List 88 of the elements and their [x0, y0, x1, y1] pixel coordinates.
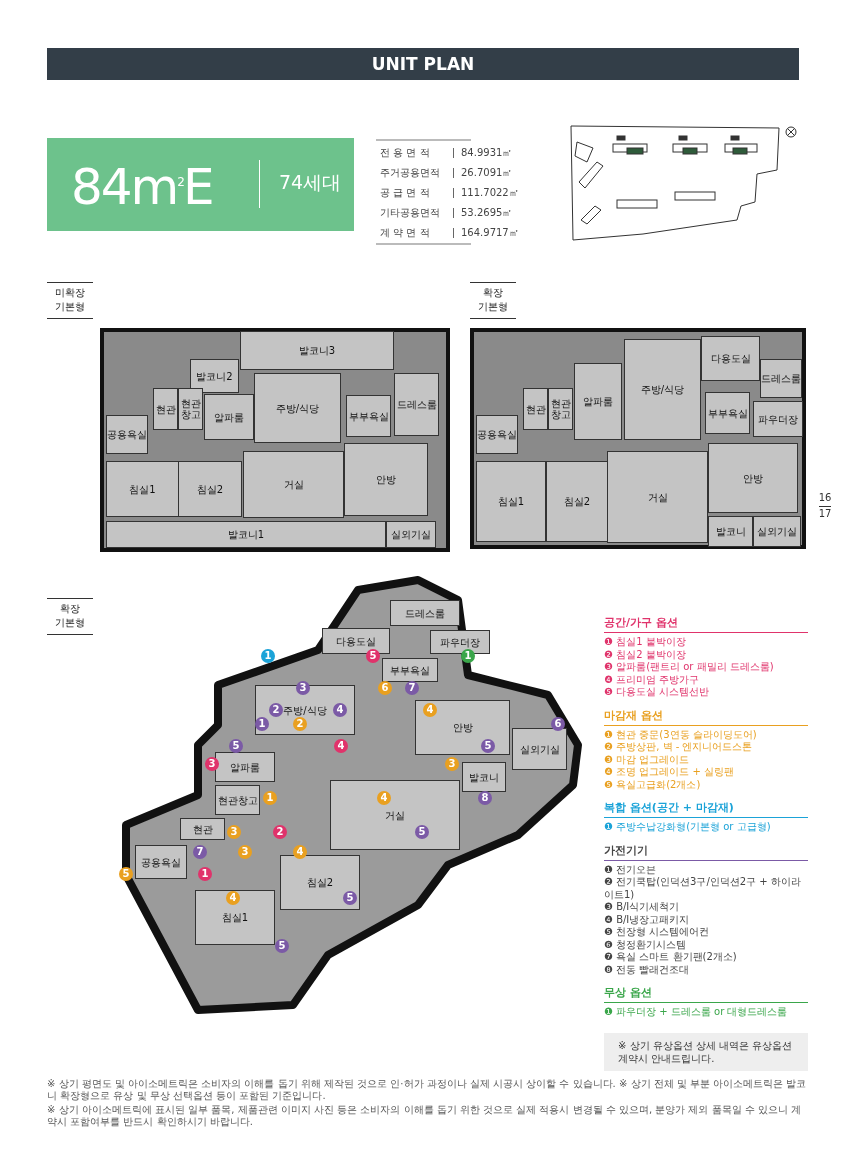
unit-type-title: 84m$^{2}$E: [71, 156, 213, 217]
room-area: 거실: [243, 451, 344, 518]
note-box: ※ 상기 유상옵션 상세 내역은 유상옵션 계약시 안내드립니다.: [604, 1032, 808, 1071]
option-item: ❻ 청정환기시스템: [604, 938, 688, 951]
option-item: ❷ 전기쿡탑(인덕션3구/인덕션2구 + 하이라이트1): [604, 876, 802, 901]
footnote-text: ※ 상기 평면도 및 아이소메트릭은 소비자의 이해를 돕기 위해 제작된 것으로 인·허가 과정이나 실제 시공시 상이할 수 있습니다. ※ 상기 전체 및 부분 아이소메트릭은 발코니 확장형으로 유상 및 무상 선택옵션 등이 포함된 기준입니다.: [47, 1078, 807, 1102]
room-area: 안방: [344, 443, 428, 516]
page-number: 17: [817, 508, 833, 519]
room-area: 안방: [708, 443, 798, 513]
option-item: ❷ 침실2 붙박이장: [604, 648, 687, 661]
page-number: 16: [817, 492, 833, 503]
room-area: 침실1: [476, 461, 546, 542]
plan-type-tag: 확장 기본형: [470, 286, 516, 314]
callout-number: 5: [119, 867, 133, 881]
option-item: ❷ 주방상판, 벽 - 엔지니어드스톤: [604, 741, 754, 754]
option-item: ❶ 주방수납강화형(기본형 or 고급형): [604, 821, 772, 834]
option-item: ❶ 파우더장 + 드레스룸 or 대형드레스룸: [604, 1006, 789, 1019]
room-area: 파우더장: [753, 401, 803, 437]
room-area: 부부욕실: [382, 658, 438, 682]
unit-type-panel: [47, 138, 354, 231]
room-area: 현관: [180, 818, 225, 840]
room-area: 공용욕실: [106, 415, 148, 454]
room-area: 주방/식당: [254, 373, 341, 443]
room-area: 실외기실: [753, 516, 801, 547]
room-area: 드레스룸: [394, 373, 439, 436]
room-area: 알파룸: [215, 752, 275, 782]
option-item: ❼ 욕실 스마트 환기팬(2개소): [604, 951, 738, 964]
area-value: 26.7091㎡: [461, 166, 513, 180]
option-item: ❽ 전동 빨래건조대: [604, 963, 691, 976]
room-area: 실외기실: [512, 728, 567, 770]
area-label: 공 급 면 적: [380, 186, 431, 200]
room-area: 주방/식당: [624, 339, 701, 440]
option-item: ❹ B/I냉장고패키지: [604, 913, 691, 926]
option-item: ❶ 현관 중문(3연동 슬라이딩도어): [604, 728, 758, 741]
room-area: 실외기실: [386, 521, 436, 548]
room-area: 침실2: [178, 461, 242, 517]
room-area: 발코니2: [190, 359, 239, 393]
footnote-text: ※ 상기 아이소메트릭에 표시된 일부 품목, 제품관련 이미지 사진 등은 소비자의 이해를 돕기 위한 것으로 실제 적용시 변경될 수 있으며, 분양가 제외 품목일 수 있으니 계약시 포함여부를 반드시 확인하시기 바랍니다.: [47, 1104, 803, 1128]
option-item: ❹ 조명 업그레이드 + 실링팬: [604, 766, 736, 779]
room-area: 드레스룸: [390, 600, 460, 626]
room-area: 발코니: [708, 516, 753, 547]
room-area: 알파룸: [204, 394, 254, 440]
option-item: ❺ 다용도실 시스템선반: [604, 686, 711, 699]
option-item: ❸ 마감 업그레이드: [604, 753, 691, 766]
section-heading: 마감재 옵션: [604, 707, 808, 726]
room-area: 현관창고: [215, 785, 260, 815]
plan-type-tag: 확장 기본형: [47, 602, 93, 630]
room-area: 드레스룸: [760, 359, 802, 398]
area-label: 계 약 면 적: [380, 226, 431, 240]
area-value: 164.9717㎡: [461, 226, 519, 240]
option-item: ❺ 천장형 시스템에어컨: [604, 926, 711, 939]
room-area: 공용욕실: [135, 845, 187, 879]
section-heading: 복합 옵션(공간 + 마감재): [604, 800, 808, 818]
option-item: ❸ 알파룸(팬트리 or 패밀리 드레스룸): [604, 661, 775, 674]
section-heading: 가전기기: [604, 842, 808, 861]
room-area: 부부욕실: [705, 392, 750, 434]
option-item: ❺ 욕실고급화(2개소): [604, 778, 702, 791]
option-item: ❸ B/I식기세척기: [604, 901, 681, 914]
header-bar: UNIT PLAN: [47, 48, 799, 80]
callout-number: 1: [461, 649, 475, 663]
household-count: 74세대: [279, 170, 342, 195]
room-area: 다용도실: [701, 336, 760, 381]
room-area: 거실: [607, 451, 708, 543]
area-label: 기타공용면적: [380, 206, 441, 220]
area-value: 111.7022㎡: [461, 186, 519, 200]
room-area: 발코니3: [240, 331, 394, 370]
room-area: 공용욕실: [476, 415, 518, 454]
option-item: ❹ 프리미엄 주방가구: [604, 673, 701, 686]
room-area: 현관: [523, 388, 548, 430]
plan-type-tag: 미확장 기본형: [47, 286, 93, 314]
room-area: 알파룸: [574, 363, 622, 440]
area-label: 주거공용면적: [380, 166, 441, 180]
room-area: 침실1: [106, 461, 179, 517]
room-area: 현관창고: [548, 388, 573, 430]
option-item: ❶ 침실1 붙박이장: [604, 636, 687, 649]
area-value: 84.9931㎡: [461, 146, 513, 160]
room-area: 현관: [153, 388, 178, 430]
area-label: 전 용 면 적: [380, 146, 431, 160]
room-area: 현관창고: [178, 388, 203, 430]
area-value: 53.2695㎡: [461, 206, 513, 220]
room-area: 발코니: [462, 762, 506, 792]
room-area: 발코니1: [106, 521, 386, 548]
option-item: ❶ 전기오븐: [604, 863, 658, 876]
section-heading: 무상 옵션: [604, 985, 808, 1003]
room-area: 부부욕실: [346, 395, 391, 437]
room-area: 침실2: [546, 461, 608, 542]
section-heading: 공간/가구 옵션: [604, 615, 808, 633]
callout-number: 1: [261, 649, 275, 663]
